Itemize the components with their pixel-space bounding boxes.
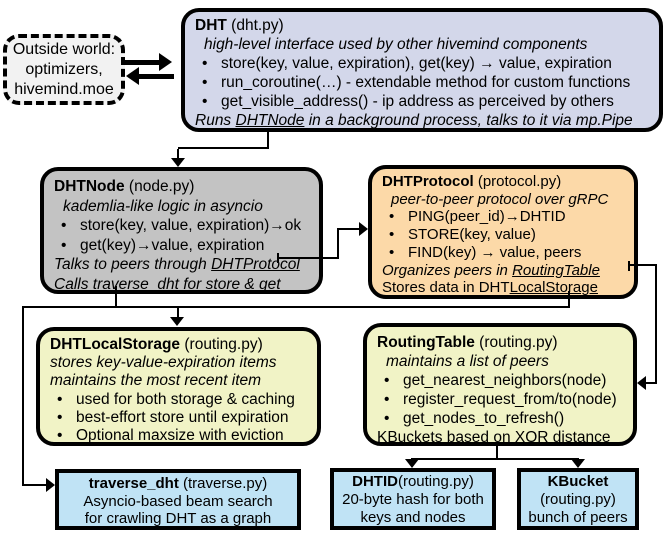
connector-routingtable-to-leaves bbox=[496, 444, 498, 460]
dhtid-line: keys and nodes bbox=[360, 509, 466, 526]
outside-world-line: Outside world: bbox=[12, 41, 116, 58]
dhtlocalstorage-subtitle: stores key-value-expiration items bbox=[50, 354, 277, 372]
arrow-dht-to-outside bbox=[138, 74, 174, 79]
dhtprotocol-stores-line: Stores data in DHTLocalStorage bbox=[382, 279, 598, 297]
traverse-dht-line: Asyncio-based beam search bbox=[83, 492, 273, 510]
connector-dhtprotocol-to-dhtlocalstorage bbox=[177, 306, 179, 318]
arrow-dhtprotocol-to-routingtable-head bbox=[637, 376, 646, 390]
connector-dhtnode-to-traverse bbox=[22, 306, 24, 486]
bullet-icon: • bbox=[384, 391, 390, 408]
dhtprotocol-box: DHTProtocol (protocol.py) peer-to-peer p… bbox=[368, 165, 638, 299]
dhtnode-calls-line: Calls traverse_dht for store & get bbox=[54, 275, 281, 293]
routingtable-subtitle: maintains a list of peers bbox=[386, 353, 549, 370]
connector-shared-horizontal bbox=[22, 306, 570, 308]
dhtid-line: 20-byte hash for both bbox=[342, 491, 484, 508]
bullet-icon: • bbox=[57, 427, 63, 445]
bullet-icon: • bbox=[61, 217, 67, 234]
dhtlocalstorage-subtitle: maintains the most recent item bbox=[50, 372, 262, 390]
connector-dhtnode-to-dhtprotocol bbox=[337, 229, 339, 259]
bullet-icon: • bbox=[61, 236, 67, 254]
dhtnode-title: DHTNode (node.py) bbox=[54, 178, 195, 195]
bullet-icon: • bbox=[202, 74, 208, 91]
connector-dhtnode-to-traverse bbox=[115, 286, 117, 308]
bullet-icon: • bbox=[202, 93, 208, 110]
routingtable-bullet: •get_nearest_neighbors(node) bbox=[377, 371, 623, 390]
outside-world-line: optimizers, bbox=[25, 61, 103, 78]
dhtprotocol-bullet: •STORE(key, value) bbox=[382, 226, 624, 244]
dhtprotocol-title: DHTProtocol (protocol.py) bbox=[382, 173, 562, 190]
bullet-icon: • bbox=[57, 390, 63, 408]
connector-dhtnode-to-dhtprotocol bbox=[277, 257, 339, 259]
kbucket-box: KBucket (routing.py) bunch of peers bbox=[517, 468, 639, 530]
connector-dhtprotocol-to-routingtable bbox=[655, 264, 657, 384]
routingtable-box: RoutingTable (routing.py) maintains a li… bbox=[363, 323, 637, 446]
bullet-icon: • bbox=[384, 410, 390, 427]
connector-dhtprotocol-to-routingtable bbox=[628, 264, 657, 266]
bullet-icon: • bbox=[202, 55, 208, 72]
dhtlocalstorage-bullet: •Optional maxsize with eviction bbox=[50, 427, 307, 445]
dhtprotocol-bullet: •FIND(key) → value, peers bbox=[382, 244, 624, 262]
arrow-outside-to-dht-head bbox=[159, 53, 172, 71]
outside-world-line: hivemind.moe bbox=[14, 81, 114, 98]
outside-world-box: Outside world: optimizers, hivemind.moe bbox=[3, 34, 125, 105]
kbucket-title: KBucket bbox=[547, 473, 609, 490]
dhtlocalstorage-bullet: •best-effort store until expiration bbox=[50, 409, 307, 427]
dhtprotocol-bullet: •PING(peer_id)→DHTID bbox=[382, 208, 624, 226]
bullet-icon: • bbox=[389, 208, 395, 226]
bullet-icon: • bbox=[384, 372, 390, 389]
traverse-dht-line: for crawling DHT as a graph bbox=[84, 510, 272, 527]
routingtable-bullet: •get_nodes_to_refresh() bbox=[377, 409, 623, 428]
connector-dht-to-dhtnode bbox=[178, 147, 269, 149]
dhtlocalstorage-box: DHTLocalStorage (routing.py) stores key-… bbox=[36, 327, 321, 446]
connector-dhtprotocol-to-dhtlocalstorage bbox=[568, 291, 570, 308]
arrow-dht-to-outside-head bbox=[126, 67, 139, 85]
routingtable-title: RoutingTable (routing.py) bbox=[377, 334, 558, 351]
dhtlocalstorage-bullet: •used for both storage & caching bbox=[50, 391, 307, 409]
dht-title: DHT (dht.py) bbox=[195, 17, 284, 34]
bullet-icon: • bbox=[389, 226, 395, 244]
routingtable-bullet: •register_request_from/to(node) bbox=[377, 390, 623, 409]
dht-box: DHT (dht.py) high-level interface used b… bbox=[181, 8, 663, 132]
connector-dhtprotocol-to-routingtable bbox=[628, 261, 630, 271]
arrow-outside-to-dht bbox=[125, 60, 161, 65]
routingtable-footer: KBuckets based on XOR distance bbox=[377, 429, 611, 446]
dhtid-title: DHTID(routing.py) bbox=[352, 473, 474, 490]
arrow-into-kbucket-head bbox=[571, 459, 585, 468]
bullet-icon: • bbox=[389, 243, 395, 261]
dht-footer: Runs DHTNode in a background process, ta… bbox=[195, 112, 633, 129]
connector-dhtnode-to-dhtprotocol bbox=[337, 228, 359, 230]
connector-dht-to-dhtnode bbox=[267, 128, 269, 149]
arrow-dht-to-dhtnode-head bbox=[171, 158, 185, 167]
dhtprotocol-organizes-line: Organizes peers in RoutingTable bbox=[382, 261, 600, 279]
arrow-dhtnode-to-dhtprotocol-head bbox=[359, 222, 368, 236]
connector-dhtprotocol-to-routingtable bbox=[646, 382, 657, 384]
arrow-into-traverse-head bbox=[46, 478, 55, 492]
dhtnode-subtitle: kademlia-like logic in asyncio bbox=[63, 197, 263, 215]
dhtnode-bullet: •get(key)→value, expiration bbox=[54, 236, 309, 256]
dhtprotocol-subtitle: peer-to-peer protocol over gRPC bbox=[391, 190, 609, 208]
arrow-into-dhtlocalstorage-head bbox=[170, 317, 184, 326]
dhtnode-box: DHTNode (node.py) kademlia-like logic in… bbox=[40, 167, 323, 294]
dhtid-box: DHTID(routing.py) 20-byte hash for both … bbox=[330, 468, 496, 530]
bullet-icon: • bbox=[57, 408, 63, 426]
dhtlocalstorage-title: DHTLocalStorage (routing.py) bbox=[50, 336, 263, 353]
connector-dhtnode-to-traverse bbox=[22, 484, 47, 486]
dht-bullet: •run_coroutine(…) - extendable method fo… bbox=[195, 73, 649, 92]
connector-routingtable-to-leaves bbox=[411, 458, 579, 460]
dhtnode-bullet: •store(key, value, expiration)→ok bbox=[54, 216, 309, 236]
connector-dht-to-dhtnode bbox=[177, 149, 179, 159]
dht-bullet: •store(key, value, expiration), get(key)… bbox=[195, 54, 649, 73]
traverse-dht-box: traverse_dht (traverse.py) Asyncio-based… bbox=[55, 469, 301, 530]
kbucket-file: (routing.py) bbox=[540, 491, 616, 508]
dht-subtitle: high-level interface used by other hivem… bbox=[204, 36, 588, 53]
traverse-dht-title: traverse_dht (traverse.py) bbox=[88, 475, 268, 492]
arrow-into-dhtid-head bbox=[405, 459, 419, 468]
kbucket-line: bunch of peers bbox=[528, 509, 628, 526]
dht-bullet: •get_visible_address() - ip address as p… bbox=[195, 92, 649, 111]
dhtnode-talks-line: Talks to peers through DHTProtocol bbox=[54, 256, 300, 273]
